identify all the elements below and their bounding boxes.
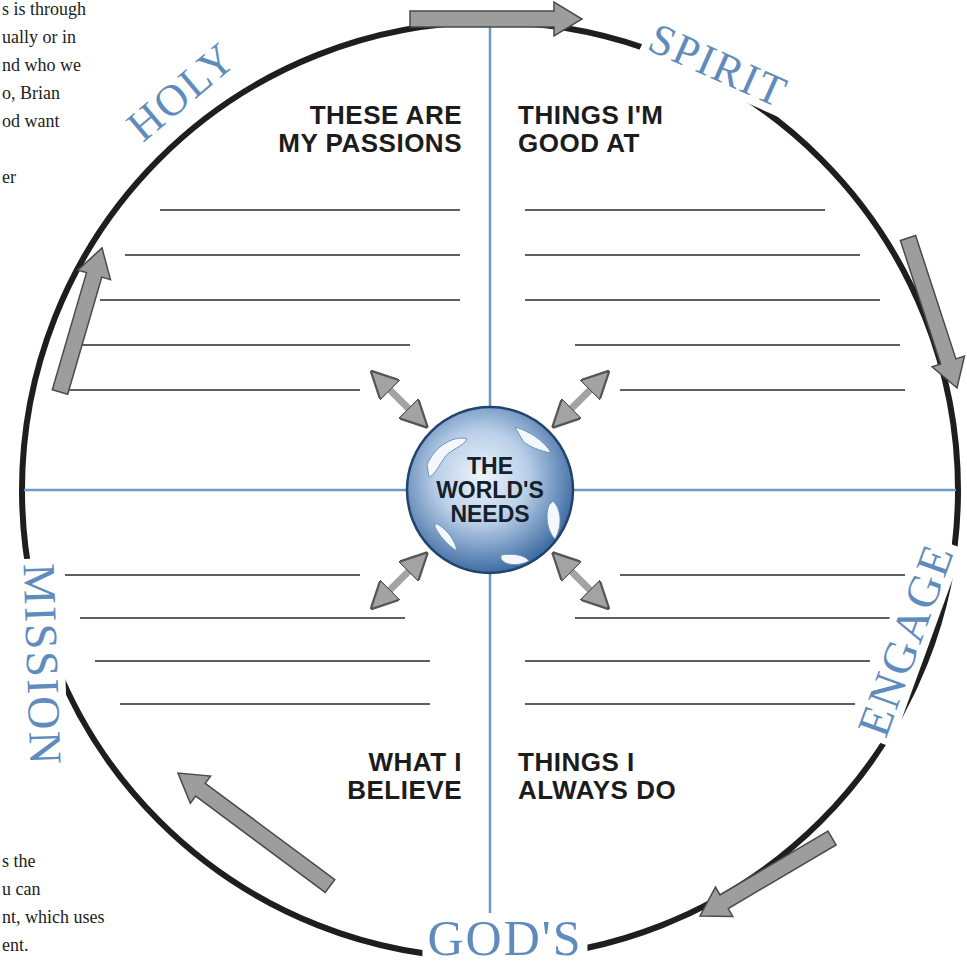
globe-circle xyxy=(407,407,573,573)
cropped-text: o, Brian xyxy=(2,84,60,102)
cropped-text: od want xyxy=(2,112,60,130)
quadrant-region: THINGS I'M GOOD AT xyxy=(510,95,900,370)
cropped-text: s the xyxy=(2,852,36,870)
writing-line xyxy=(525,254,860,255)
writing-line xyxy=(525,703,855,704)
writing-line xyxy=(620,574,905,575)
cycle-arrow xyxy=(410,2,582,36)
writing-line xyxy=(575,617,895,618)
cropped-text: nd who we xyxy=(2,56,81,74)
writing-line xyxy=(525,660,870,661)
cropped-text: ually or in xyxy=(2,28,76,46)
continent-shape xyxy=(515,427,551,453)
writing-line xyxy=(125,254,460,255)
quadrant-region: THINGS I ALWAYS DO xyxy=(510,610,900,810)
double-arrow xyxy=(560,560,602,602)
ring-word: GOD'S xyxy=(422,913,587,963)
ring-word: MISSION xyxy=(15,558,68,773)
cycle-arrow xyxy=(178,773,335,892)
writing-line xyxy=(160,209,460,210)
writing-line xyxy=(80,344,410,345)
quadrant-heading: THESE ARE MY PASSIONS xyxy=(267,101,462,157)
continent-shape xyxy=(427,438,467,477)
writing-line xyxy=(525,209,825,210)
quadrant-heading: THINGS I ALWAYS DO xyxy=(518,748,713,804)
writing-line xyxy=(95,660,430,661)
cropped-text: s is through xyxy=(2,0,86,18)
double-arrow xyxy=(378,378,420,420)
globe-title: THE WORLD'S NEEDS xyxy=(424,454,556,526)
cycle-arrow xyxy=(52,248,110,394)
writing-line xyxy=(525,299,880,300)
cycle-arrow xyxy=(700,831,836,916)
writing-lines xyxy=(65,210,905,704)
cycle-arrow xyxy=(900,236,964,389)
double-arrow xyxy=(560,378,602,420)
quadrant-region: WHAT I BELIEVE xyxy=(80,610,470,810)
quadrant-heading: WHAT I BELIEVE xyxy=(267,748,462,804)
writing-line xyxy=(620,389,905,390)
writing-line xyxy=(65,574,360,575)
cropped-text: nt, which uses xyxy=(2,908,105,926)
writing-line xyxy=(65,389,360,390)
ring-word: ENGAGE xyxy=(848,533,963,747)
writing-line xyxy=(100,299,460,300)
cycle-arrows xyxy=(52,2,964,916)
quadrant-heading: THINGS I'M GOOD AT xyxy=(518,101,713,157)
double-arrow xyxy=(378,560,420,602)
cropped-text: ent. xyxy=(2,936,29,954)
writing-line xyxy=(80,617,405,618)
cropped-text: u can xyxy=(2,880,40,898)
continent-shape xyxy=(501,554,529,564)
writing-line xyxy=(575,344,900,345)
cropped-text: er xyxy=(2,168,16,186)
globe-node: THE WORLD'S NEEDS xyxy=(405,405,575,575)
outer-circle xyxy=(22,22,958,958)
writing-line xyxy=(120,703,430,704)
continent-shape xyxy=(435,523,457,551)
continent-shape xyxy=(547,501,560,539)
